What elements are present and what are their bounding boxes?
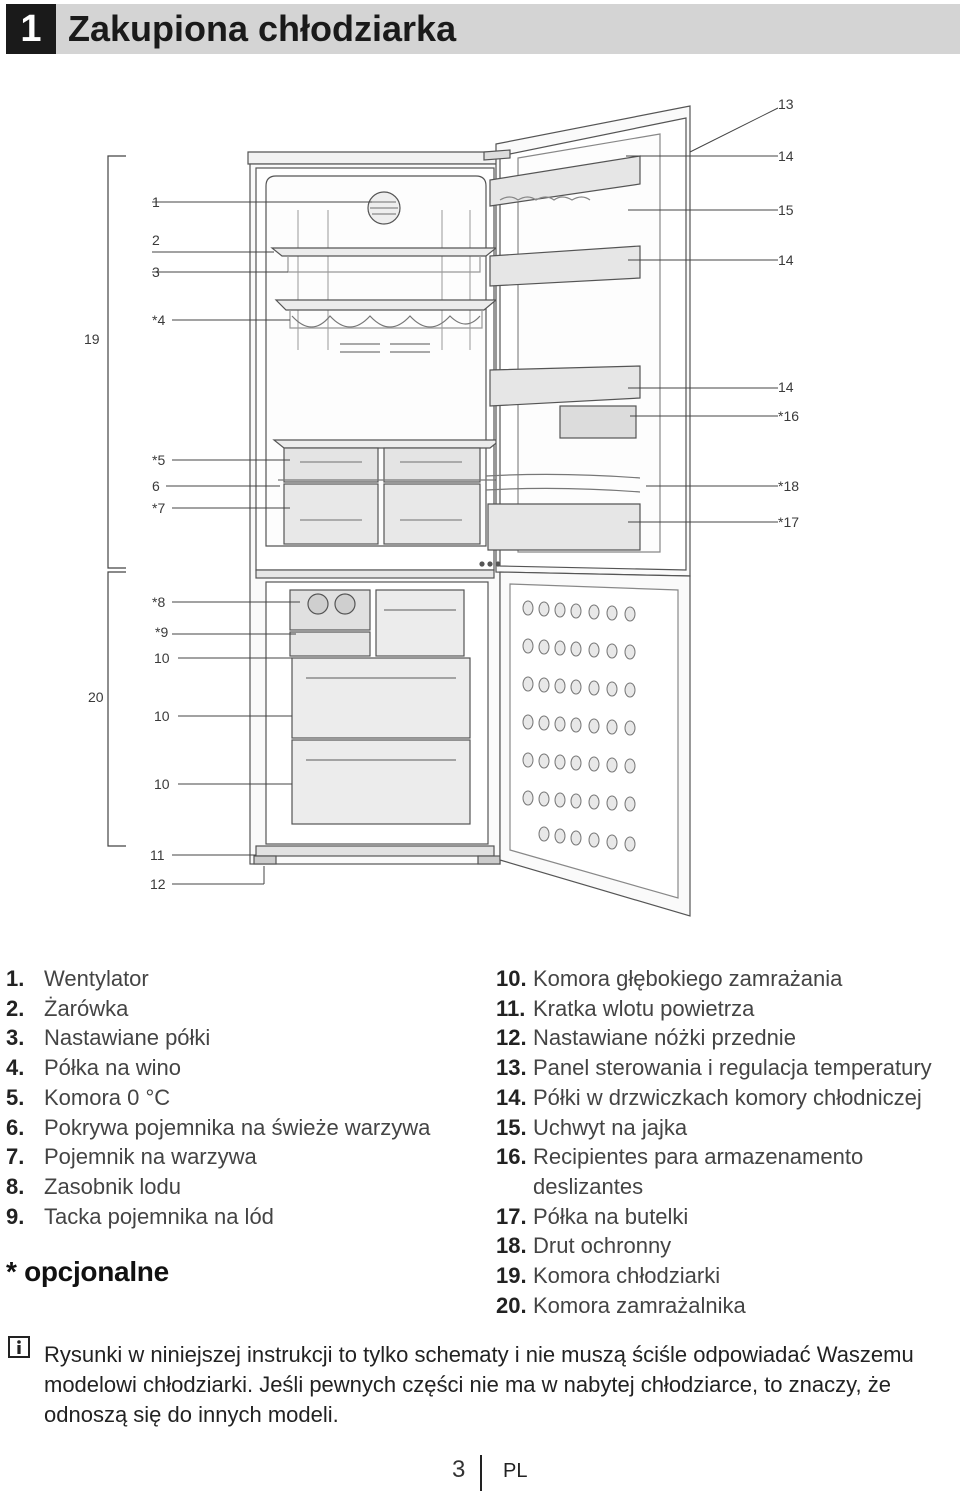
legend-item: 7.Pojemnik na warzywa xyxy=(6,1144,257,1170)
callout-9: *9 xyxy=(155,624,168,640)
callout-3: 3 xyxy=(152,264,160,280)
legend-item: 15.Uchwyt na jajka xyxy=(496,1114,688,1140)
legend-item: 10.Komora głębokiego zamrażania xyxy=(496,966,843,991)
legend-item-continuation: deslizantes xyxy=(533,1173,644,1199)
fridge-door xyxy=(483,105,691,577)
section-header: 1 Zakupiona chłodziarka xyxy=(6,4,960,54)
callout-14-top: 14 xyxy=(778,148,794,164)
freezer-door xyxy=(479,561,691,917)
callout-19: 19 xyxy=(84,331,100,347)
group-brackets xyxy=(107,155,126,847)
section-title: Zakupiona chłodziarka xyxy=(68,8,457,49)
callout-2: 2 xyxy=(152,232,160,248)
section-number: 1 xyxy=(6,4,56,54)
legend-item: 8.Zasobnik lodu xyxy=(6,1173,181,1199)
callout-12: 12 xyxy=(150,876,166,892)
callout-7: *7 xyxy=(152,500,165,516)
callout-6: 6 xyxy=(152,478,160,494)
legend-item: 13.Panel sterowania i regulacja temperat… xyxy=(496,1055,932,1081)
callout-labels: 13 14 15 14 14 *16 *18 *17 1 2 3 *4 *5 6… xyxy=(84,96,799,892)
legend-item: 17.Półka na butelki xyxy=(496,1203,689,1229)
callout-11: 11 xyxy=(150,847,165,863)
callout-15: 15 xyxy=(778,202,794,218)
legend-item: 20.Komora zamrażalnika xyxy=(496,1292,746,1318)
callout-10-middle: 10 xyxy=(154,708,170,724)
fridge-cabinet xyxy=(247,151,502,865)
legend-item: 16.Recipientes para armazenamento xyxy=(496,1144,864,1170)
legend-item: 2.Żarówka xyxy=(6,995,129,1021)
language-code: PL xyxy=(503,1460,528,1482)
optional-note: * opcjonalne xyxy=(6,1256,169,1287)
callout-5: *5 xyxy=(152,452,165,468)
callout-4: *4 xyxy=(152,312,165,328)
callout-13: 13 xyxy=(778,96,794,112)
legend-item: 19.Komora chłodziarki xyxy=(496,1263,721,1289)
callout-20: 20 xyxy=(88,689,104,705)
legend-item: 3.Nastawiane półki xyxy=(6,1025,211,1051)
legend-left: 1.Wentylator 2.Żarówka 3.Nastawiane półk… xyxy=(6,964,476,1231)
callout-18: *18 xyxy=(778,478,799,494)
info-icon xyxy=(8,1336,30,1358)
callout-10-bottom: 10 xyxy=(154,776,170,792)
legend-item: 12.Nastawiane nóżki przednie xyxy=(496,1025,796,1051)
right-leader-lines xyxy=(626,107,779,523)
callout-10-top: 10 xyxy=(154,650,170,666)
callout-17: *17 xyxy=(778,514,799,530)
footer-divider xyxy=(480,1455,482,1491)
disclaimer-note: Rysunki w niniejszej instrukcji to tylko… xyxy=(44,1342,914,1427)
callout-14-bottom: 14 xyxy=(778,379,794,395)
legend-item: 5.Komora 0 °C xyxy=(6,1084,171,1110)
legend-item: 9.Tacka pojemnika na lód xyxy=(6,1203,274,1229)
callout-16: *16 xyxy=(778,408,799,424)
fridge-diagram: 13 14 15 14 14 *16 *18 *17 1 2 3 *4 *5 6… xyxy=(84,96,799,917)
legend-item: 18.Drut ochronny xyxy=(496,1233,672,1259)
legend-item: 1.Wentylator xyxy=(6,966,149,991)
callout-8: *8 xyxy=(152,594,165,610)
legend-item: 11.Kratka wlotu powietrza xyxy=(496,995,755,1021)
legend-item: 6.Pokrywa pojemnika na świeże warzywa xyxy=(6,1114,431,1140)
page-number: 3 xyxy=(452,1456,466,1483)
legend-right: 10.Komora głębokiego zamrażania 11.Kratk… xyxy=(496,964,956,1320)
left-leader-lines xyxy=(152,201,372,885)
callout-14-middle: 14 xyxy=(778,252,794,268)
legend-item: 4.Półka na wino xyxy=(6,1055,181,1081)
callout-1: 1 xyxy=(152,194,160,210)
legend-item: 14.Półki w drzwiczkach komory chłodnicze… xyxy=(496,1084,922,1110)
